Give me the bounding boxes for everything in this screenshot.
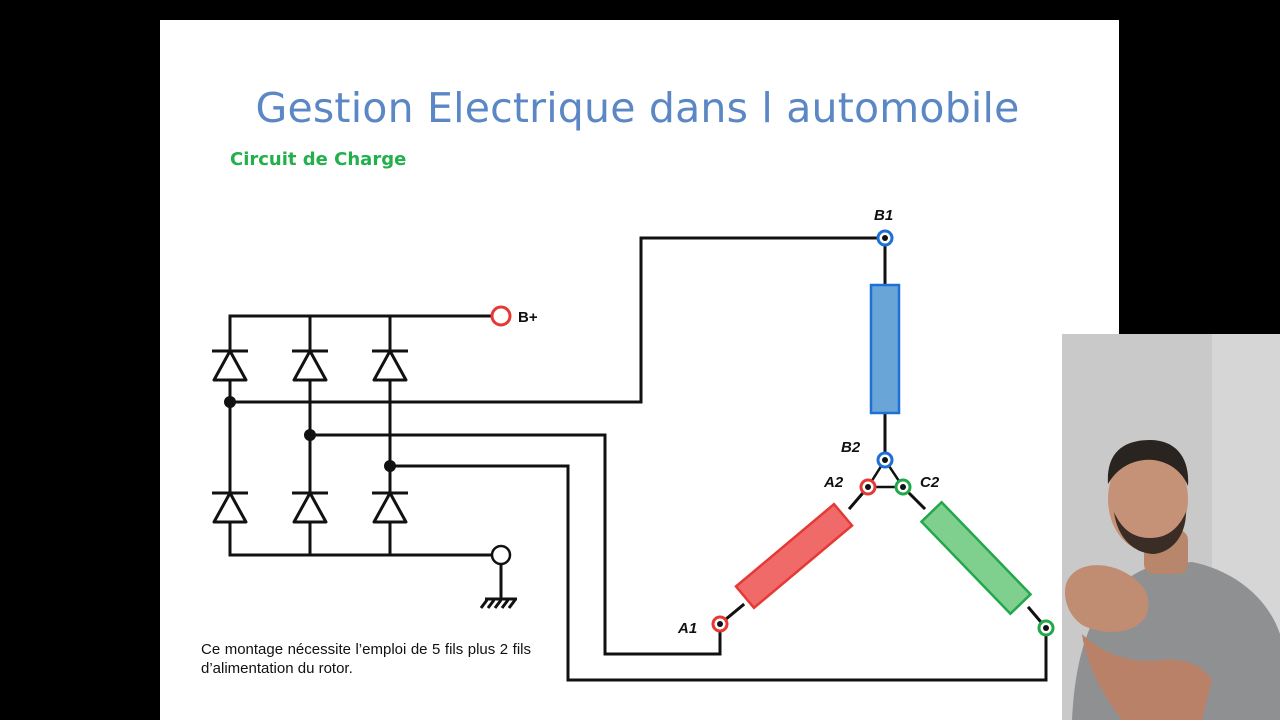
junction-dot <box>224 396 236 408</box>
circuit-diagram: B+ B1 B2 A2 C2 A1 <box>212 207 1055 682</box>
label-b-plus: B+ <box>518 309 538 326</box>
winding-c <box>919 500 1033 616</box>
star-link <box>865 457 906 489</box>
label-a1: A1 <box>677 620 697 637</box>
presenter-webcam <box>1062 334 1280 720</box>
diode-lower-1 <box>212 491 248 524</box>
wire-phase-c <box>388 464 1048 682</box>
label-a2: A2 <box>823 474 844 491</box>
wire-phase-b <box>228 236 887 404</box>
diode-upper-3 <box>372 349 408 382</box>
diode-lower-3 <box>372 491 408 524</box>
diode-upper-1 <box>212 349 248 382</box>
slide-subtitle: Circuit de Charge <box>230 149 407 170</box>
junction-dot <box>304 429 316 441</box>
label-b1: B1 <box>874 207 893 224</box>
wire-phase-a <box>308 433 722 656</box>
winding-b <box>869 283 901 415</box>
label-c2: C2 <box>920 474 940 491</box>
terminal-b-plus <box>490 305 512 327</box>
slide-note: Ce montage nécessite l’emploi de 5 fils … <box>201 641 531 677</box>
slide: Gestion Electrique dans l automobile Cir… <box>160 20 1119 720</box>
junction-dot <box>384 460 396 472</box>
terminal-ground <box>490 544 512 566</box>
presenter-image <box>1062 334 1280 720</box>
ground-symbol <box>479 597 517 609</box>
label-b2: B2 <box>841 439 861 456</box>
diode-lower-2 <box>292 491 328 524</box>
slide-title: Gestion Electrique dans l automobile <box>255 84 1020 132</box>
winding-a <box>734 502 854 610</box>
diode-upper-2 <box>292 349 328 382</box>
